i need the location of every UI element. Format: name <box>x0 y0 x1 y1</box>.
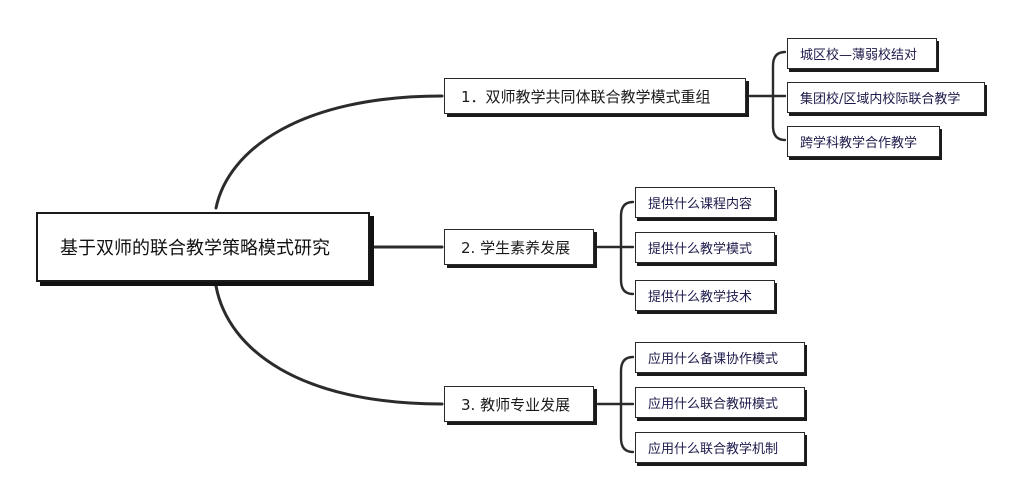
root-topic[interactable]: 基于双师的联合教学策略模式研究 <box>36 212 370 282</box>
branch-topic-2[interactable]: 2. 学生素养发展 <box>444 229 594 265</box>
subtopic-1-2[interactable]: 集团校/区域内校际联合教学 <box>787 82 985 113</box>
subtopic-3-1[interactable]: 应用什么备课协作模式 <box>635 342 805 373</box>
subtopic-3-3[interactable]: 应用什么联合教学机制 <box>635 432 805 463</box>
subtopic-2-3[interactable]: 提供什么教学技术 <box>635 280 775 311</box>
subtopic-1-1[interactable]: 城区校—薄弱校结对 <box>787 38 937 69</box>
branch-topic-3[interactable]: 3. 教师专业发展 <box>444 386 594 422</box>
subtopic-1-3[interactable]: 跨学科教学合作教学 <box>787 126 940 157</box>
branch-topic-1[interactable]: 1．双师教学共同体联合教学模式重组 <box>444 78 746 114</box>
connector-root-branch-1 <box>214 94 444 210</box>
subtopic-3-2[interactable]: 应用什么联合教研模式 <box>635 387 805 418</box>
subtopic-2-1[interactable]: 提供什么课程内容 <box>635 187 775 218</box>
subtopic-2-2[interactable]: 提供什么教学模式 <box>635 232 775 263</box>
connector-root-branch-3 <box>214 284 444 406</box>
